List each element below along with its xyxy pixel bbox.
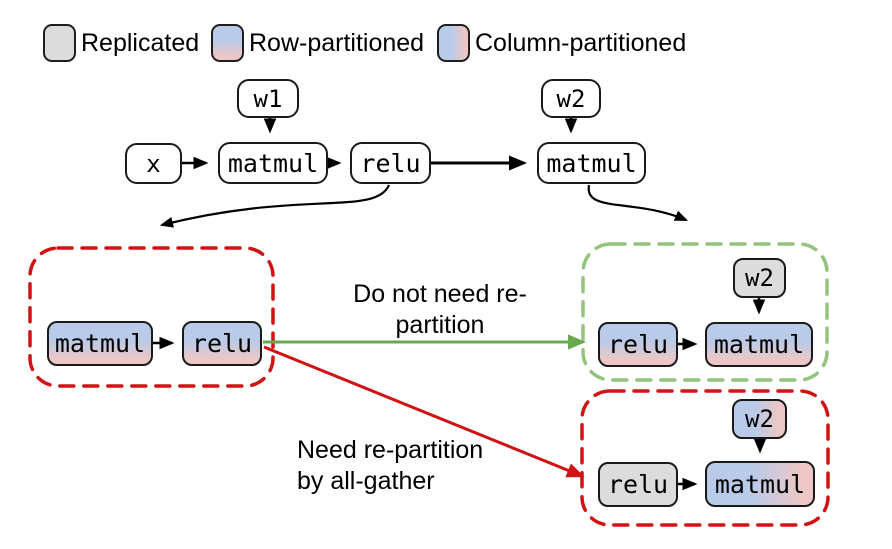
annotation-need-repartition-line2: by all-gather [297, 466, 435, 495]
legend-label-column-partitioned: Column-partitioned [475, 28, 687, 57]
legend-item-replicated: Replicated [43, 23, 199, 63]
node-matmul2: matmul [537, 142, 646, 184]
node-relu1-label: relu [360, 148, 421, 178]
node-greengroup-relu: relu [598, 322, 678, 367]
node-x-label: x [146, 149, 161, 178]
annotation-no-repartition: Do not need re- partition [322, 279, 558, 340]
annotation-no-repartition-line2: partition [395, 310, 485, 339]
node-bottomgroup-relu-label: relu [607, 470, 669, 499]
legend-swatch-replicated [43, 24, 76, 62]
node-w1-label: w1 [253, 84, 283, 113]
left-red-dashed-group-border [28, 246, 275, 388]
node-bottomgroup-matmul-label: matmul [714, 469, 806, 499]
node-bottomgroup-w2: w2 [732, 399, 787, 439]
bottom-red-dashed-group-border [580, 389, 830, 527]
red-arrow-need-repartition [263, 345, 585, 478]
node-w1: w1 [237, 79, 299, 118]
node-leftgroup-relu: relu [182, 321, 262, 366]
annotation-need-repartition-line1: Need re-partition [297, 436, 484, 464]
node-leftgroup-matmul: matmul [47, 321, 153, 366]
node-greengroup-matmul: matmul [705, 322, 813, 367]
node-matmul1: matmul [218, 142, 328, 184]
node-matmul1-label: matmul [227, 148, 319, 178]
node-bottomgroup-relu: relu [598, 462, 678, 507]
node-w2-label: w2 [556, 84, 586, 113]
node-greengroup-w2: w2 [733, 258, 786, 298]
node-greengroup-matmul-label: matmul [713, 330, 805, 359]
curved-arrow-relu-to-left-group [159, 184, 391, 228]
curved-arrow-matmul2-to-green-group [587, 184, 689, 222]
node-relu1: relu [350, 142, 431, 184]
legend-swatch-row-partitioned [211, 24, 244, 62]
node-greengroup-relu-label: relu [607, 330, 669, 359]
legend-item-row-partitioned: Row-partitioned [211, 23, 424, 63]
legend-label-row-partitioned: Row-partitioned [249, 28, 425, 57]
node-matmul2-label: matmul [546, 148, 637, 178]
node-bottomgroup-w2-label: w2 [745, 405, 774, 433]
annotation-need-repartition: Need re-partition by all-gather [297, 435, 483, 496]
node-leftgroup-relu-label: relu [191, 329, 253, 358]
legend-label-replicated: Replicated [81, 28, 200, 57]
node-w2: w2 [541, 79, 601, 118]
green-dashed-group-border [581, 242, 829, 382]
node-bottomgroup-matmul: matmul [705, 461, 815, 507]
node-leftgroup-matmul-label: matmul [54, 329, 146, 358]
node-x: x [125, 143, 182, 184]
legend-item-column-partitioned: Column-partitioned [437, 23, 686, 63]
node-greengroup-w2-label: w2 [745, 264, 774, 292]
legend-swatch-column-partitioned [437, 24, 470, 62]
annotation-no-repartition-line1: Do not need re- [353, 280, 527, 308]
